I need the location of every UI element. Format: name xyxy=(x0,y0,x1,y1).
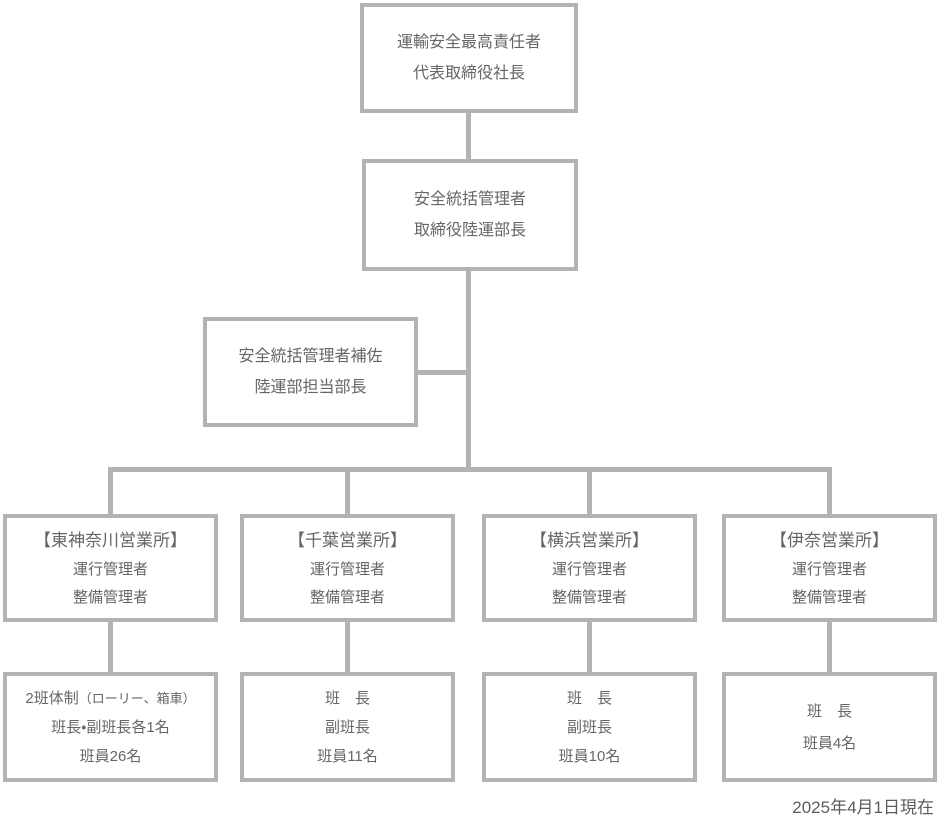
team-structure-main: 2班体制 xyxy=(25,689,79,707)
office-name: 【東神奈川営業所】 xyxy=(34,530,187,550)
connector-manager-to-distribution xyxy=(466,271,471,472)
team-members-line: 班員11名 xyxy=(317,747,378,765)
node-transport-safety-chief: 運輸安全最高責任者 代表取締役社長 xyxy=(360,3,578,113)
connector-assistant-to-trunk xyxy=(418,370,466,375)
team-members-line: 班員26名 xyxy=(79,747,142,765)
office-role: 整備管理者 xyxy=(72,588,148,606)
node-safety-manager-assistant: 安全統括管理者補佐 陸運部担当部長 xyxy=(203,317,418,427)
connector-drop-office-4 xyxy=(827,472,832,514)
node-team-ina: 班 長 班員4名 xyxy=(722,672,937,782)
node-team-yokohama: 班 長 副班長 班員10名 xyxy=(482,672,697,782)
node-title: 安全統括管理者補佐 xyxy=(238,347,383,365)
office-role: 運行管理者 xyxy=(72,560,148,578)
node-office-yokohama: 【横浜営業所】 運行管理者 整備管理者 xyxy=(482,514,697,622)
office-role: 運行管理者 xyxy=(551,560,627,578)
team-subleader-line: 副班長 xyxy=(566,718,612,736)
node-safety-general-manager: 安全統括管理者 取締役陸運部長 xyxy=(362,159,578,271)
node-subtitle: 取締役陸運部長 xyxy=(413,221,526,239)
connector-drop-office-1 xyxy=(108,472,113,514)
node-subtitle: 代表取締役社長 xyxy=(412,64,525,82)
team-leader-line: 班 長 xyxy=(324,689,370,707)
node-subtitle: 陸運部担当部長 xyxy=(254,378,367,396)
node-title: 運輸安全最高責任者 xyxy=(396,33,541,51)
team-leaders-line: 班長・副班長各1名 xyxy=(51,718,170,736)
team-leader-line: 班 長 xyxy=(566,689,612,707)
office-role: 整備管理者 xyxy=(791,588,867,606)
node-office-higashikanagawa: 【東神奈川営業所】 運行管理者 整備管理者 xyxy=(3,514,218,622)
office-role: 運行管理者 xyxy=(791,560,867,578)
node-team-chiba: 班 長 副班長 班員11名 xyxy=(240,672,455,782)
team-structure-detail: （ローリー、箱車） xyxy=(78,690,196,706)
node-office-ina: 【伊奈営業所】 運行管理者 整備管理者 xyxy=(722,514,937,622)
node-team-higashikanagawa: 2班体制（ローリー、箱車） 班長・副班長各1名 班員26名 xyxy=(3,672,218,782)
team-subleader-line: 副班長 xyxy=(324,718,370,736)
team-members-line: 班員4名 xyxy=(802,734,857,752)
office-name: 【横浜営業所】 xyxy=(530,530,649,550)
connector-office-to-team-4 xyxy=(827,622,832,672)
connector-drop-office-3 xyxy=(587,472,592,514)
branch-distribution-line xyxy=(108,467,832,472)
office-role: 運行管理者 xyxy=(309,560,385,578)
node-title: 安全統括管理者 xyxy=(413,190,526,208)
connector-office-to-team-1 xyxy=(108,622,113,672)
connector-drop-office-2 xyxy=(345,472,350,514)
connector-office-to-team-2 xyxy=(345,622,350,672)
connector-office-to-team-3 xyxy=(587,622,592,672)
team-members-line: 班員10名 xyxy=(558,747,621,765)
office-name: 【伊奈営業所】 xyxy=(770,530,889,550)
team-structure-line: 2班体制（ローリー、箱車） xyxy=(25,691,195,706)
connector-top-to-manager xyxy=(466,113,471,159)
as-of-date: 2025年4月1日現在 xyxy=(792,798,934,817)
node-office-chiba: 【千葉営業所】 運行管理者 整備管理者 xyxy=(240,514,455,622)
team-leader-line: 班 長 xyxy=(806,702,852,720)
office-role: 整備管理者 xyxy=(309,588,385,606)
office-name: 【千葉営業所】 xyxy=(288,530,407,550)
office-role: 整備管理者 xyxy=(551,588,627,606)
